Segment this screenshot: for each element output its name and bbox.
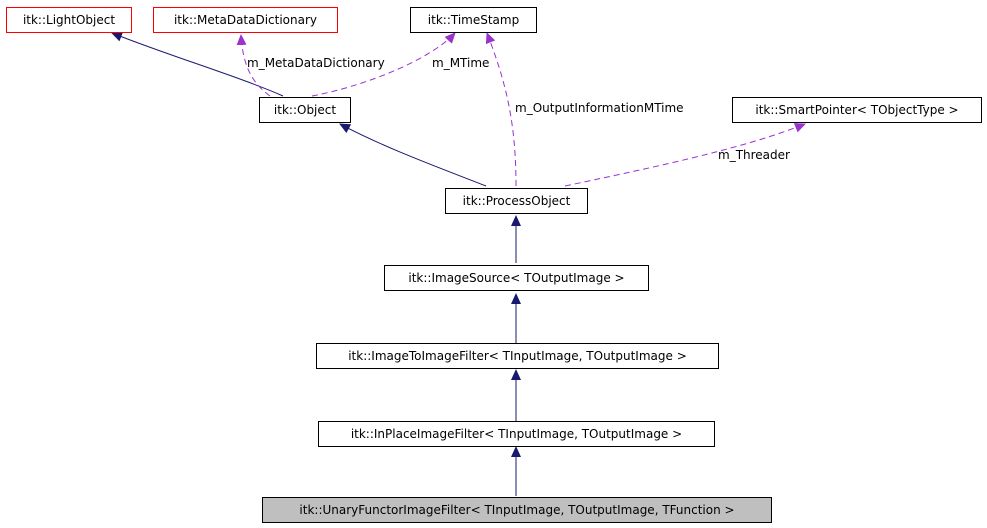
edge-object-to-lightobject xyxy=(111,32,284,97)
node-time-stamp[interactable]: itk::TimeStamp xyxy=(410,7,537,33)
edge-object-to-timestamp xyxy=(311,32,456,97)
edge-processobject-to-smartpointer xyxy=(564,123,806,187)
node-in-place-image-filter[interactable]: itk::InPlaceImageFilter< TInputImage, TO… xyxy=(318,421,715,447)
edge-object-to-metadatadictionary xyxy=(236,34,271,97)
node-object[interactable]: itk::Object xyxy=(259,97,351,123)
node-image-to-image-filter[interactable]: itk::ImageToImageFilter< TInputImage, TO… xyxy=(316,343,719,369)
edge-label-mtime: m_MTime xyxy=(432,56,490,70)
edge-label-meta-data-dictionary: m_MetaDataDictionary xyxy=(247,56,385,70)
edge-label-output-information-mtime: m_OutputInformationMTime xyxy=(515,101,684,115)
node-meta-data-dictionary[interactable]: itk::MetaDataDictionary xyxy=(153,7,338,33)
node-unary-functor-image-filter: itk::UnaryFunctorImageFilter< TInputImag… xyxy=(262,497,772,523)
node-process-object[interactable]: itk::ProcessObject xyxy=(445,188,588,214)
edge-processobject-to-object xyxy=(339,123,487,187)
edge-processobject-to-timestamp xyxy=(485,32,517,187)
node-smart-pointer[interactable]: itk::SmartPointer< TObjectType > xyxy=(732,97,982,123)
node-image-source[interactable]: itk::ImageSource< TOutputImage > xyxy=(384,265,649,291)
node-light-object[interactable]: itk::LightObject xyxy=(6,7,132,33)
edge-label-threader: m_Threader xyxy=(718,148,790,162)
